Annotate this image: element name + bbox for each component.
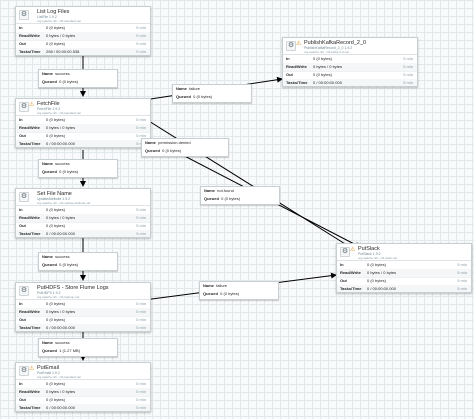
processor-bundle: org.apache.nifi - nifi-kafka-2-0-nar (304, 50, 350, 54)
processor-putslack[interactable]: ⚙ ⚠ PutSlack PutSlack 1.9.2 org.apache.n… (336, 243, 472, 293)
processor-name: PutHDFS - Store Flume Logs (37, 285, 109, 291)
processor-fetchfile[interactable]: ⚙ ⚠ FetchFile FetchFile 1.9.2 org.apache… (15, 98, 151, 148)
warning-triangle-icon: ⚠ (296, 41, 302, 47)
processor-bundle: org.apache.nifi - nifi-hadoop-nar (37, 295, 80, 299)
gear-icon: ⚙ (340, 247, 350, 257)
processor-putemail[interactable]: ⚙ ⚠ PutEmail PutEmail 1.9.2 org.apache.n… (15, 362, 151, 412)
processor-header: ⚙ Set File Name UpdateAttribute 1.9.2 or… (16, 189, 150, 206)
processor-list-log-files[interactable]: ⚙ List Log Files ListFile 1.9.2 org.apac… (15, 6, 151, 56)
warning-triangle-icon: ⚠ (29, 366, 35, 372)
processor-name: PutEmail (37, 365, 60, 371)
warning-triangle-icon: ⚠ (350, 247, 356, 253)
processor-header: ⚙ ⚠ PublishKafkaRecord_2_0 PublishKafkaR… (283, 38, 417, 55)
connection-label-failure[interactable]: Name failure Queued 0 (0 bytes) (172, 84, 252, 103)
gear-icon: ⚙ (19, 192, 29, 202)
processor-type: PublishKafkaRecord_2_0 1.9.2 (304, 46, 353, 50)
warning-triangle-icon: ⚠ (29, 102, 35, 108)
processor-type: UpdateAttribute 1.9.2 (37, 197, 71, 201)
processor-header: ⚙ ⚠ FetchFile FetchFile 1.9.2 org.apache… (16, 99, 150, 116)
processor-type: ListFile 1.9.2 (37, 15, 57, 19)
processor-bundle: org.apache.nifi - nifi-standard-nar (37, 111, 82, 115)
connection-label-failure[interactable]: Name failure Queued 0 (0 bytes) (199, 281, 279, 300)
processor-name: PutSlack (358, 246, 380, 252)
connection-label-success[interactable]: Name success Queued 0 (0 bytes) (38, 159, 118, 178)
gear-icon: ⚙ (19, 286, 29, 296)
processor-header: ⚙ ⚠ PutSlack PutSlack 1.9.2 org.apache.n… (337, 244, 471, 261)
processor-type: PutSlack 1.9.2 (358, 252, 381, 256)
processor-bundle: org.apache.nifi - nifi-standard-nar (37, 375, 82, 379)
connection-label-success[interactable]: Name success Queued 0 (0 bytes) (38, 252, 118, 271)
connection-label-success[interactable]: Name success Queued 0 (0 bytes) (38, 69, 118, 88)
processor-bundle: org.apache.nifi - nifi-update-attribute-… (37, 201, 91, 205)
processor-type: PutHDFS 1.9.2 (37, 291, 61, 295)
processor-header: ⚙ ⚠ PutEmail PutEmail 1.9.2 org.apache.n… (16, 363, 150, 380)
processor-bundle: org.apache.nifi - nifi-slack-nar (358, 256, 398, 260)
processor-header: ⚙ PutHDFS - Store Flume Logs PutHDFS 1.9… (16, 283, 150, 300)
gear-icon: ⚙ (19, 10, 29, 20)
connection-label-not-found[interactable]: Name not.found Queued 0 (0 bytes) (200, 186, 280, 205)
processor-name: Set File Name (37, 191, 72, 197)
connection-label-permission-denied[interactable]: Name permission.denied Queued 0 (0 bytes… (141, 138, 229, 157)
gear-icon: ⚙ (19, 102, 29, 112)
gear-icon: ⚙ (19, 366, 29, 376)
processor-set-file-name[interactable]: ⚙ Set File Name UpdateAttribute 1.9.2 or… (15, 188, 151, 238)
processor-publishkafka[interactable]: ⚙ ⚠ PublishKafkaRecord_2_0 PublishKafkaR… (282, 37, 418, 87)
processor-name: List Log Files (37, 9, 70, 15)
processor-type: PutEmail 1.9.2 (37, 371, 60, 375)
connection-label-success[interactable]: Name success Queued 1 (1.27 MB) (38, 338, 118, 357)
processor-name: FetchFile (37, 101, 60, 107)
processor-bundle: org.apache.nifi - nifi-standard-nar (37, 19, 82, 23)
processor-type: FetchFile 1.9.2 (37, 107, 61, 111)
processor-puthdfs[interactable]: ⚙ PutHDFS - Store Flume Logs PutHDFS 1.9… (15, 282, 151, 332)
processor-name: PublishKafkaRecord_2_0 (304, 40, 367, 46)
processor-header: ⚙ List Log Files ListFile 1.9.2 org.apac… (16, 7, 150, 24)
gear-icon: ⚙ (286, 41, 296, 51)
